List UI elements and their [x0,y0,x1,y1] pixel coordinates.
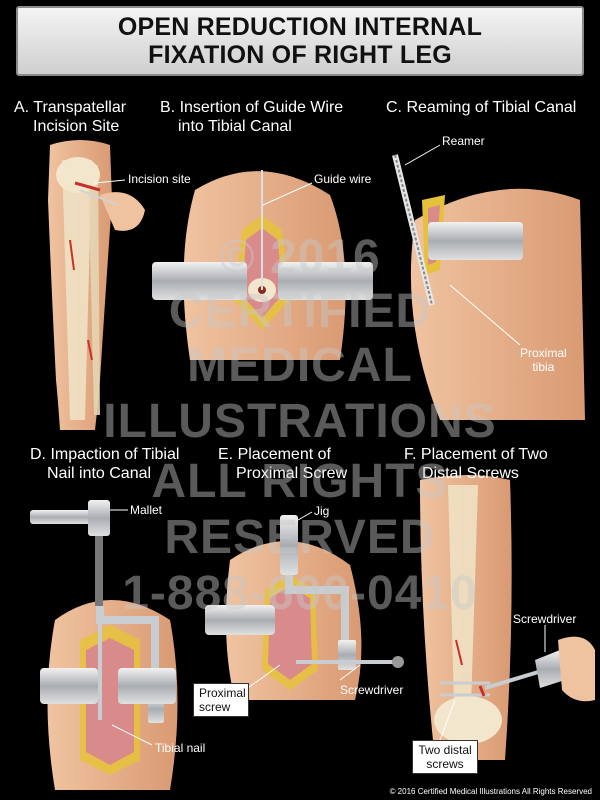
callout-two-distal-line1: Two distal [418,743,472,757]
panel-f-label-line1: F. Placement of Two [404,446,548,463]
panel-d-label-line2: Nail into Canal [47,465,152,482]
panel-e-label-line2: Proximal Screw [236,465,348,482]
watermark-line-4: ILLUSTRATIONS [103,395,497,448]
title-banner: OPEN REDUCTION INTERNAL FIXATION OF RIGH… [16,6,584,76]
watermark-line-2: CERTIFIED [168,285,432,338]
callout-guide-wire: Guide wire [314,172,372,186]
panel-d-label: D. Impaction of Tibial Nail into Canal [30,445,179,483]
callout-proximal-screw-line1: Proximal [199,686,246,700]
panel-e-art [205,511,404,700]
panel-a-label-line1: A. Transpatellar [14,99,127,116]
panel-c-art [392,144,585,420]
callout-proximal-screw-line2: screw [199,700,231,714]
panel-e-label: E. Placement of Proximal Screw [218,445,347,483]
panel-a-leg-art [48,140,145,430]
callout-reamer: Reamer [442,134,485,148]
watermark-line-7: 1-888-600-0410 [122,567,478,620]
title-line-1: OPEN REDUCTION INTERNAL [117,13,483,41]
callout-screwdriver-e: Screwdriver [340,683,404,697]
callout-proximal-tibia-line1: Proximal [520,346,567,360]
title-line-2: FIXATION OF RIGHT LEG [148,41,452,69]
panel-e-label-line1: E. Placement of [218,446,331,463]
callout-two-distal-screws: Two distal screws [412,740,478,774]
panel-f-label: F. Placement of Two Distal Screws [404,445,548,483]
callout-mallet: Mallet [130,503,163,517]
watermark-line-3: MEDICAL [187,339,413,392]
panel-c-label-line1: C. Reaming of Tibial Canal [386,99,577,116]
panel-b-label-line1: B. Insertion of Guide Wire [160,99,344,116]
panel-d-art [30,500,178,790]
panel-c-label: C. Reaming of Tibial Canal [386,98,576,117]
callout-proximal-screw: Proximal screw [193,683,249,717]
callout-proximal-tibia: Proximal tibia [520,346,567,374]
callout-two-distal-line2: screws [426,757,464,771]
panel-b-art [152,170,373,360]
panel-a-label: A. Transpatellar Incision Site [14,98,126,136]
callout-incision-site: Incision site [128,172,191,186]
panel-a-label-line2: Incision Site [33,118,120,135]
panel-b-label: B. Insertion of Guide Wire into Tibial C… [160,98,343,136]
panel-f-label-line2: Distal Screws [422,465,519,482]
panel-d-label-line1: D. Impaction of Tibial [30,446,180,463]
callout-proximal-tibia-line2: tibia [532,360,555,374]
watermark-line-6: RESERVED [164,511,436,564]
panel-b-label-line2: into Tibial Canal [178,118,292,135]
callout-screwdriver-f: Screwdriver [513,612,577,626]
callout-tibial-nail: Tibial nail [155,741,206,755]
watermark-line-5: ALL RIGHTS [151,455,449,508]
copyright-notice: © 2016 Certified Medical Illustrations A… [389,787,592,796]
watermark-line-1: © 2016 [219,231,381,284]
callout-jig: Jig [314,504,330,518]
panel-f-art [420,475,595,760]
